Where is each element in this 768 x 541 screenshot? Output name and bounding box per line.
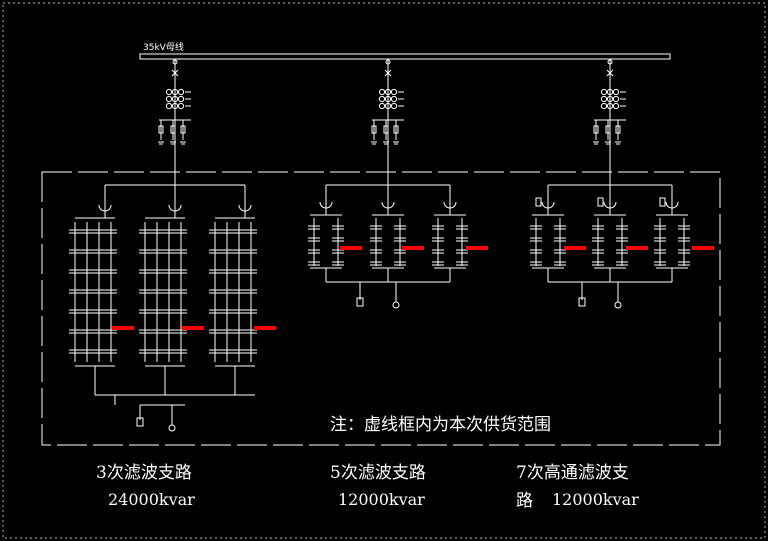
neutral-arrester-icon [356,297,364,307]
surge-arrester-icon [180,125,186,134]
breaker-symbol [171,69,179,77]
current-transformer-icon [612,95,620,103]
neutral-arrester-icon [578,297,586,307]
damping-resistor-icon [659,197,666,207]
current-transformer-icon [600,95,608,103]
red-marker [340,246,362,250]
damping-resistor-icon [597,197,604,207]
neutral-arrester-icon [136,417,144,427]
red-marker [254,326,276,330]
branch-7-name-wrap: 路 [516,491,533,511]
red-marker [112,326,134,330]
current-transformer-icon [606,88,614,96]
disconnector-symbol [172,59,178,65]
branch-7-name: 7次高通滤波支 [516,463,629,483]
red-marker [466,246,488,250]
surge-arrester-icon [170,125,176,134]
current-transformer-icon [171,102,179,110]
current-transformer-icon [378,88,386,96]
current-transformer-icon [390,95,398,103]
surge-arrester-icon [371,125,377,134]
current-transformer-icon [165,102,173,110]
current-transformer-icon [612,102,620,110]
neutral-current-transformer-icon [392,301,400,309]
current-transformer-icon [171,95,179,103]
current-transformer-icon [165,88,173,96]
surge-arrester-icon [615,125,621,134]
current-transformer-icon [177,88,185,96]
current-transformer-icon [384,95,392,103]
current-transformer-icon [378,95,386,103]
neutral-current-transformer-icon [168,424,176,432]
surge-arrester-icon [383,125,389,134]
red-marker [402,246,424,250]
damping-resistor-icon [535,197,542,207]
disconnector-symbol [607,59,613,65]
red-marker [692,246,714,250]
red-marker [626,246,648,250]
branch-3-capacity: 24000kvar [108,490,195,509]
branch-3-name: 3次滤波支路 [96,463,192,483]
busbar [139,53,671,60]
current-transformer-icon [600,102,608,110]
breaker-symbol [384,69,392,77]
surge-arrester-icon [605,125,611,134]
current-transformer-icon [177,102,185,110]
branch-7-capacity: 12000kvar [552,490,639,509]
current-transformer-icon [612,88,620,96]
supply-scope-note: 注：虚线框内为本次供货范围 [330,415,551,435]
surge-arrester-icon [158,125,164,134]
current-transformer-icon [177,95,185,103]
current-transformer-icon [606,102,614,110]
branch-5-capacity: 12000kvar [338,490,425,509]
current-transformer-icon [390,88,398,96]
current-transformer-icon [378,102,386,110]
breaker-symbol [606,69,614,77]
red-marker [182,326,204,330]
current-transformer-icon [600,88,608,96]
busbar-label: 35kV母线 [143,43,184,53]
current-transformer-icon [384,88,392,96]
surge-arrester-icon [393,125,399,134]
current-transformer-icon [165,95,173,103]
neutral-current-transformer-icon [614,301,622,309]
supply-scope-frame [41,171,721,446]
current-transformer-icon [384,102,392,110]
current-transformer-icon [171,88,179,96]
branch-5-name: 5次滤波支路 [330,463,426,483]
surge-arrester-icon [593,125,599,134]
red-marker [564,246,586,250]
current-transformer-icon [606,95,614,103]
disconnector-symbol [385,59,391,65]
current-transformer-icon [390,102,398,110]
